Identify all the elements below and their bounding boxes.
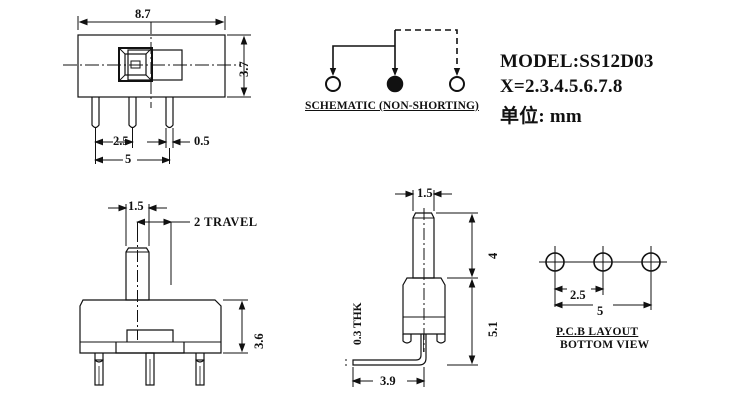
dim-label-4: 4 <box>486 252 500 259</box>
dim-label-8p7: 8.7 <box>135 7 151 21</box>
side-view-lead <box>352 334 427 366</box>
model-label: MODEL:SS12D03 <box>500 51 654 72</box>
front-view-drawing <box>79 204 248 386</box>
front-view-notch-left <box>94 353 104 363</box>
side-view-drawing <box>345 190 478 387</box>
pin-left <box>91 97 100 129</box>
dim-label-3p6: 3.6 <box>252 333 266 349</box>
dim-side-1p5 <box>395 190 452 211</box>
dim-label-pcb-2p5: 2.5 <box>570 288 586 302</box>
schematic-solid-link <box>332 45 395 73</box>
dim-label-pcb-5: 5 <box>597 304 604 318</box>
dim-0p5 <box>147 128 190 148</box>
front-view-notch-right <box>195 353 205 363</box>
pcb-layout-caption-line1: P.C.B LAYOUT <box>556 326 639 338</box>
dim-3p6 <box>223 299 248 354</box>
side-view-foot-right <box>436 334 446 344</box>
dim-label-side-1p5: 1.5 <box>417 186 433 200</box>
front-view-step-lower <box>115 342 185 354</box>
front-view-step-upper <box>126 329 174 342</box>
arrow-right <box>453 68 461 76</box>
dim-5p1 <box>447 278 478 366</box>
terminal-left <box>325 76 341 92</box>
dim-4 <box>436 212 478 279</box>
dim-label-front-1p5: 1.5 <box>128 199 144 213</box>
schematic-drawing <box>325 29 465 93</box>
side-view-foot-left <box>402 334 412 344</box>
dim-label-0p5: 0.5 <box>194 134 210 148</box>
terminal-center <box>386 75 404 93</box>
dim-8p7 <box>77 16 226 30</box>
top-view-pins <box>91 97 174 129</box>
arrow-center <box>391 68 399 76</box>
pin-center <box>128 97 137 129</box>
dim-pcb-2p5 <box>553 285 605 293</box>
front-view-body <box>80 300 221 353</box>
dim-label-5: 5 <box>125 152 132 166</box>
schematic-dashed-link <box>395 29 458 68</box>
dim-2p5 <box>94 128 134 148</box>
unit-label: 单位: mm <box>500 106 582 127</box>
dim-label-travel: 2 TRAVEL <box>194 215 258 229</box>
dim-travel <box>136 218 190 285</box>
dim-pcb-5 <box>553 295 653 309</box>
dim-5 <box>94 148 171 164</box>
schematic-caption: SCHEMATIC (NON-SHORTING) <box>305 100 479 112</box>
dim-1p5 <box>108 204 167 246</box>
side-view-body <box>402 277 446 335</box>
dim-0p3thk <box>345 359 347 366</box>
pin-right <box>165 97 174 129</box>
dim-label-2p5: 2.5 <box>113 134 129 148</box>
terminal-right <box>449 76 465 92</box>
dim-label-3p9: 3.9 <box>380 374 396 388</box>
arrow-left <box>329 68 337 76</box>
dim-label-5p1: 5.1 <box>486 321 500 337</box>
front-view-body-outline <box>79 299 222 354</box>
pcb-layout-drawing <box>539 246 667 310</box>
x-values-label: X=2.3.4.5.6.7.8 <box>500 76 623 97</box>
dim-label-0p3thk: 0.3 THK <box>352 302 364 345</box>
front-view-pins <box>94 352 205 386</box>
top-view-drawing <box>63 16 251 164</box>
dim-3p9 <box>351 367 426 387</box>
dim-3p7 <box>227 34 251 98</box>
dim-label-3p7: 3.7 <box>237 61 251 77</box>
pcb-layout-caption-line2: BOTTOM VIEW <box>560 339 650 351</box>
